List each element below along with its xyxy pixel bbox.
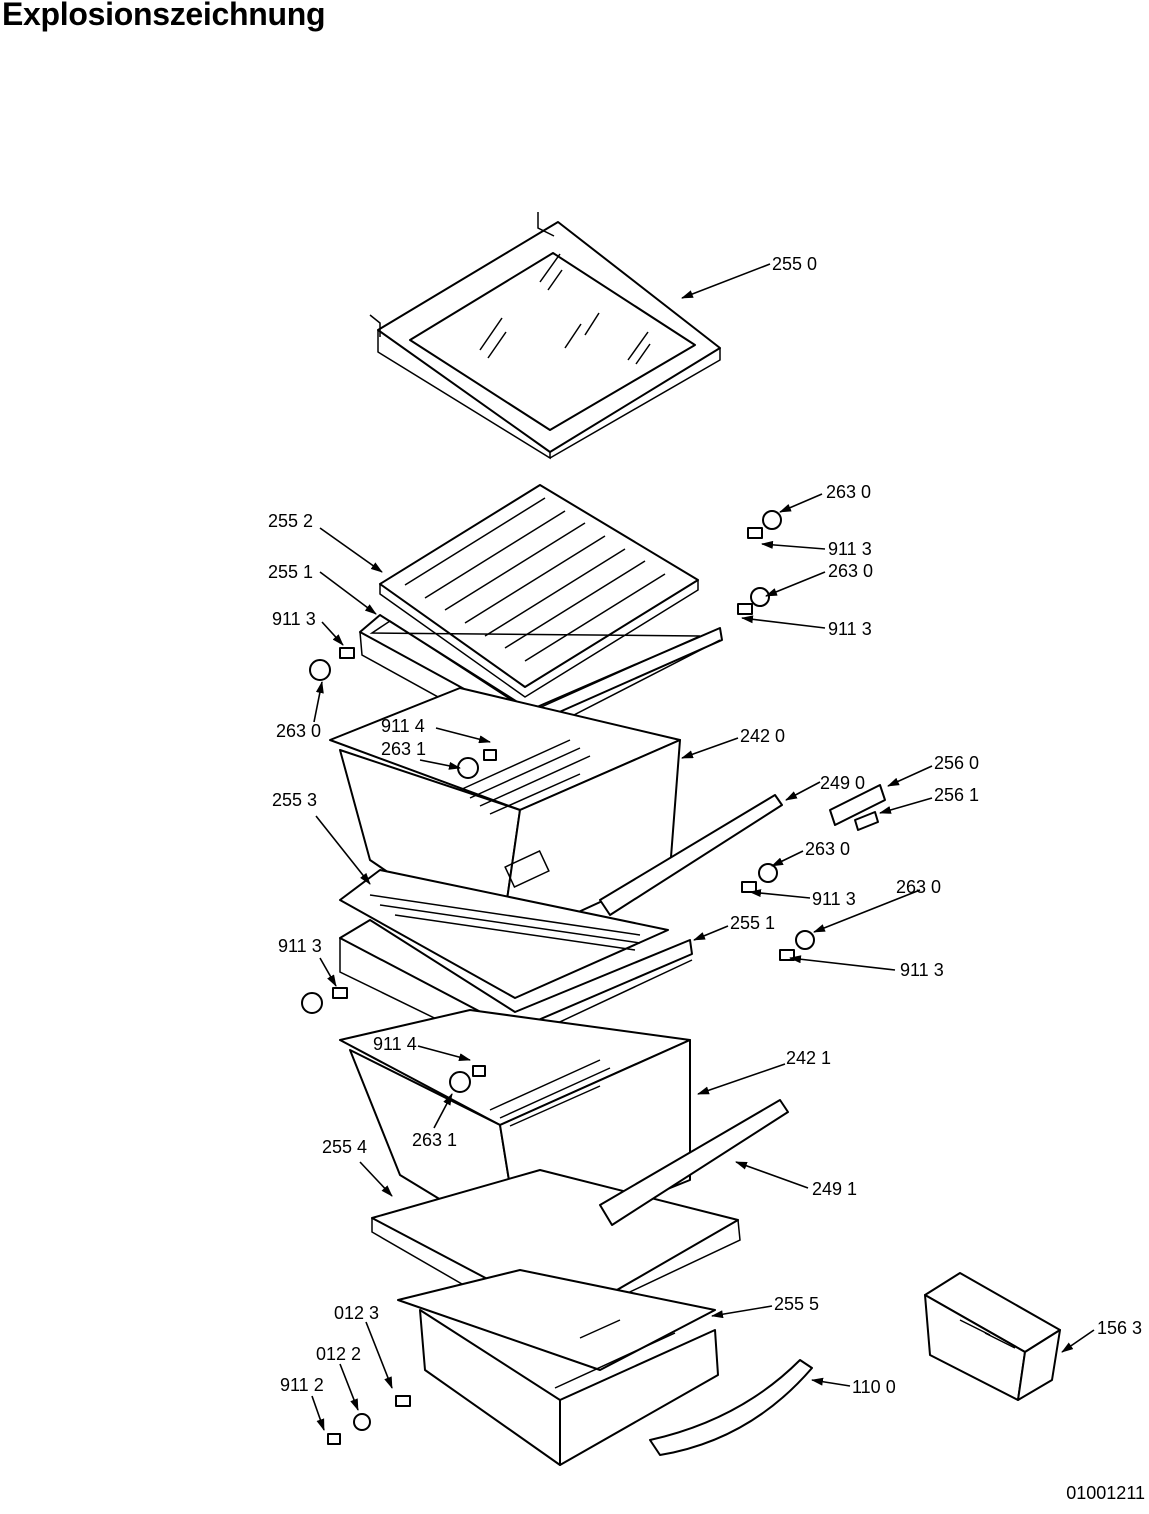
callout-2555: 255 5	[774, 1294, 819, 1314]
callout-2491: 249 1	[812, 1179, 857, 1199]
callout-1100: 110 0	[852, 1377, 896, 1397]
document-number: 01001211	[1066, 1483, 1145, 1503]
callout-9114-lower: 911 4	[373, 1034, 417, 1054]
callout-2551-middle: 255 1	[730, 913, 775, 933]
callout-0123: 012 3	[334, 1303, 379, 1323]
leader-lines	[311, 263, 1095, 1431]
callout-0122: 012 2	[316, 1344, 361, 1364]
callout-9114-upper: 911 4	[381, 716, 425, 736]
callout-9113-left-upper: 911 3	[272, 609, 316, 629]
trim-strip-2491	[599, 1099, 789, 1226]
callout-2630-mid-2: 263 0	[896, 877, 941, 897]
callout-2420: 242 0	[740, 726, 785, 746]
callout-2550: 255 0	[772, 254, 817, 274]
callout-2560: 256 0	[934, 753, 979, 773]
callout-2630-mid-1: 263 0	[805, 839, 850, 859]
callout-9113-mid-2: 911 3	[900, 960, 944, 980]
callout-9113-right-2: 911 3	[828, 619, 872, 639]
glass-shelf-2550	[369, 212, 721, 460]
callout-9112: 911 2	[280, 1375, 324, 1395]
callout-1563: 156 3	[1097, 1318, 1142, 1338]
callout-9113-left-lower: 911 3	[278, 936, 322, 956]
callout-2631-lower: 263 1	[412, 1130, 457, 1150]
trim-strip-2490	[599, 794, 783, 916]
bracket-2561	[854, 811, 879, 831]
callout-2490: 249 0	[820, 773, 865, 793]
meat-pan-2555	[397, 1269, 719, 1466]
bracket-2560	[829, 784, 886, 826]
callout-2630-right-1: 263 0	[826, 482, 871, 502]
callout-2551-upper: 255 1	[268, 562, 313, 582]
callout-2630-right-2: 263 0	[828, 561, 873, 581]
callout-9113-right-1: 911 3	[828, 539, 872, 559]
callout-2554: 255 4	[322, 1137, 367, 1157]
callout-2553: 255 3	[272, 790, 317, 810]
storage-bin-1563	[924, 1272, 1061, 1401]
callout-2630-left-upper: 263 0	[276, 721, 321, 741]
callout-2631-upper: 263 1	[381, 739, 426, 759]
callout-9113-mid-1: 911 3	[812, 889, 856, 909]
callout-2552: 255 2	[268, 511, 313, 531]
drawer-handle-1100	[649, 1359, 813, 1456]
crisper-cover-upper-2552	[379, 484, 699, 698]
page-title: Explosionszeichnung	[2, 0, 326, 32]
callout-2421: 242 1	[786, 1048, 831, 1068]
callout-labels: 255 0 255 2 255 1 911 3 263 0 263 0 911 …	[268, 254, 1142, 1397]
callout-2561: 256 1	[934, 785, 979, 805]
roller-assemblies	[301, 510, 815, 1445]
